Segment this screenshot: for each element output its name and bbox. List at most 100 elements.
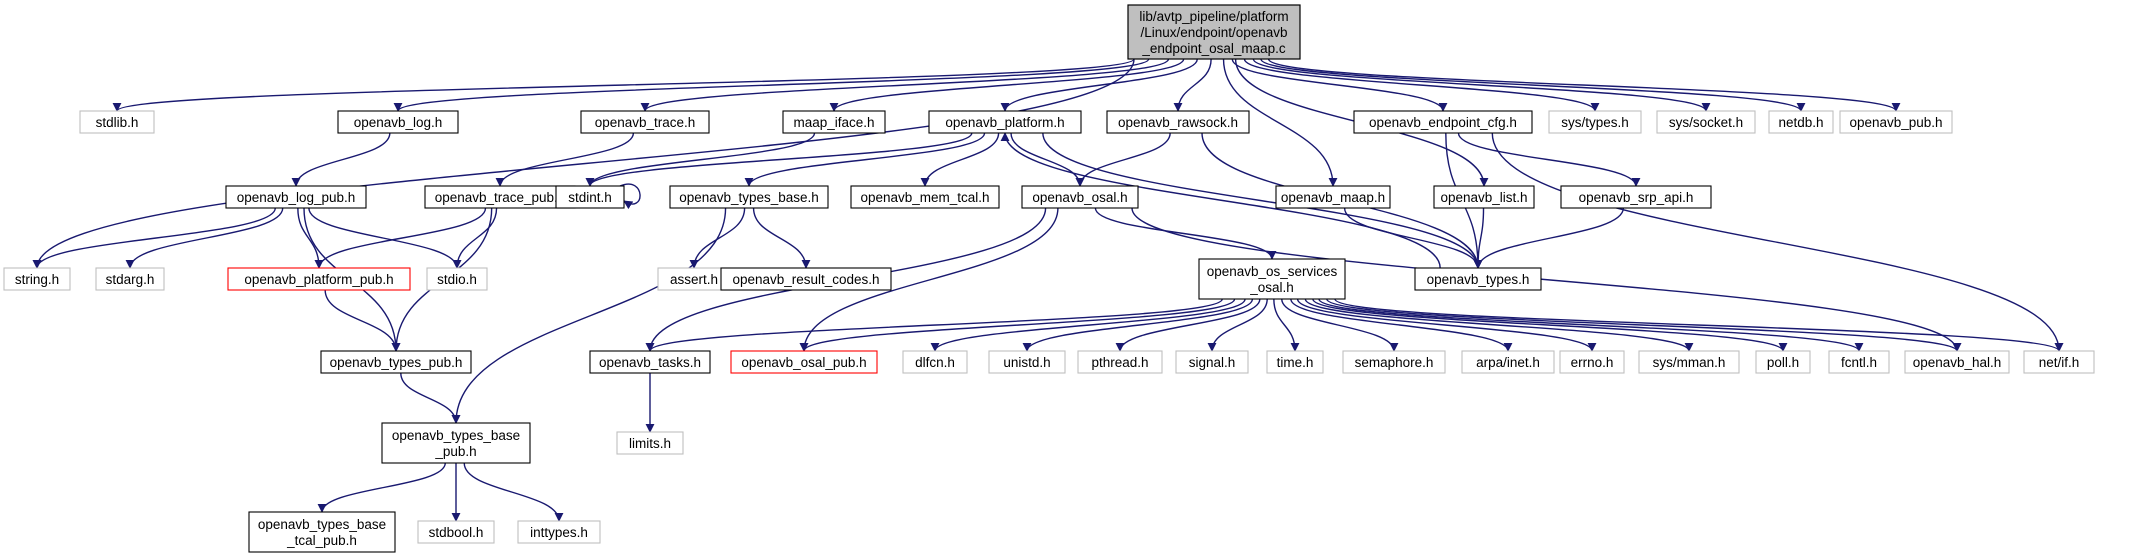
node-types_base_pub[interactable]: openavb_types_base_pub.h <box>381 422 531 464</box>
node-box-types_base_tcal_pub[interactable] <box>248 511 396 553</box>
node-box-stdbool[interactable] <box>417 520 495 544</box>
node-box-stdio[interactable] <box>426 267 488 291</box>
node-box-list[interactable] <box>1433 185 1535 209</box>
node-stdio[interactable]: stdio.h <box>426 267 488 291</box>
node-fcntl[interactable]: fcntl.h <box>1828 350 1890 374</box>
node-label-assert: assert.h <box>670 272 718 287</box>
node-box-stdarg[interactable] <box>95 267 165 291</box>
node-box-log[interactable] <box>337 110 459 134</box>
node-rawsock[interactable]: openavb_rawsock.h <box>1106 110 1250 134</box>
node-root[interactable]: lib/avtp_pipeline/platform/Linux/endpoin… <box>1127 4 1301 60</box>
node-box-poll[interactable] <box>1755 350 1811 374</box>
node-label-types_base: openavb_types_base.h <box>679 190 819 205</box>
node-box-limits[interactable] <box>616 431 684 455</box>
node-box-signal[interactable] <box>1175 350 1249 374</box>
node-pub[interactable]: openavb_pub.h <box>1839 110 1953 134</box>
node-box-maap_iface[interactable] <box>782 110 886 134</box>
node-box-types[interactable] <box>1414 267 1542 291</box>
node-time[interactable]: time.h <box>1266 350 1324 374</box>
node-box-root[interactable] <box>1127 4 1301 60</box>
node-box-log_pub[interactable] <box>225 185 367 209</box>
node-box-rawsock[interactable] <box>1106 110 1250 134</box>
node-box-arpainet[interactable] <box>1461 350 1555 374</box>
node-osal[interactable]: openavb_osal.h <box>1021 185 1139 209</box>
node-box-pthread[interactable] <box>1077 350 1163 374</box>
node-box-maap[interactable] <box>1275 185 1391 209</box>
node-limits[interactable]: limits.h <box>616 431 684 455</box>
node-signal[interactable]: signal.h <box>1175 350 1249 374</box>
node-platform_pub[interactable]: openavb_platform_pub.h <box>227 267 411 291</box>
node-box-string[interactable] <box>3 267 71 291</box>
node-types_base_tcal_pub[interactable]: openavb_types_base_tcal_pub.h <box>248 511 396 553</box>
node-box-unistd[interactable] <box>988 350 1066 374</box>
node-stdarg[interactable]: stdarg.h <box>95 267 165 291</box>
node-box-errno[interactable] <box>1559 350 1625 374</box>
node-pthread[interactable]: pthread.h <box>1077 350 1163 374</box>
node-box-time[interactable] <box>1266 350 1324 374</box>
node-box-srp_api[interactable] <box>1560 185 1712 209</box>
node-box-sysmman[interactable] <box>1638 350 1740 374</box>
node-box-systypes[interactable] <box>1548 110 1642 134</box>
node-netdb[interactable]: netdb.h <box>1768 110 1834 134</box>
node-box-inttypes[interactable] <box>517 520 601 544</box>
node-result_codes[interactable]: openavb_result_codes.h <box>720 267 892 291</box>
node-trace_pub[interactable]: openavb_trace_pub.h <box>424 185 576 209</box>
node-stdint[interactable]: stdint.h <box>555 185 625 209</box>
node-box-mem_tcal[interactable] <box>850 185 1000 209</box>
node-box-netif[interactable] <box>2023 350 2095 374</box>
node-dlfcn[interactable]: dlfcn.h <box>902 350 968 374</box>
node-mem_tcal[interactable]: openavb_mem_tcal.h <box>850 185 1000 209</box>
node-types_base[interactable]: openavb_types_base.h <box>669 185 829 209</box>
node-unistd[interactable]: unistd.h <box>988 350 1066 374</box>
node-srp_api[interactable]: openavb_srp_api.h <box>1560 185 1712 209</box>
node-box-dlfcn[interactable] <box>902 350 968 374</box>
node-stdbool[interactable]: stdbool.h <box>417 520 495 544</box>
node-box-types_base[interactable] <box>669 185 829 209</box>
node-box-fcntl[interactable] <box>1828 350 1890 374</box>
node-assert[interactable]: assert.h <box>657 267 731 291</box>
node-errno[interactable]: errno.h <box>1559 350 1625 374</box>
node-box-result_codes[interactable] <box>720 267 892 291</box>
node-types_pub[interactable]: openavb_types_pub.h <box>320 350 472 374</box>
node-types[interactable]: openavb_types.h <box>1414 267 1542 291</box>
node-semaphore[interactable]: semaphore.h <box>1342 350 1446 374</box>
node-box-osal_pub[interactable] <box>730 350 878 374</box>
node-box-osal[interactable] <box>1021 185 1139 209</box>
node-box-os_services[interactable] <box>1198 258 1346 300</box>
node-netif[interactable]: net/if.h <box>2023 350 2095 374</box>
node-systypes[interactable]: sys/types.h <box>1548 110 1642 134</box>
node-tasks[interactable]: openavb_tasks.h <box>589 350 711 374</box>
node-box-endpoint_cfg[interactable] <box>1353 110 1533 134</box>
node-box-hal[interactable] <box>1904 350 2010 374</box>
node-box-trace[interactable] <box>580 110 710 134</box>
node-arpainet[interactable]: arpa/inet.h <box>1461 350 1555 374</box>
node-box-syssocket[interactable] <box>1656 110 1756 134</box>
node-osal_pub[interactable]: openavb_osal_pub.h <box>730 350 878 374</box>
node-trace[interactable]: openavb_trace.h <box>580 110 710 134</box>
node-list[interactable]: openavb_list.h <box>1433 185 1535 209</box>
node-box-types_base_pub[interactable] <box>381 422 531 464</box>
node-maap[interactable]: openavb_maap.h <box>1275 185 1391 209</box>
node-log[interactable]: openavb_log.h <box>337 110 459 134</box>
node-endpoint_cfg[interactable]: openavb_endpoint_cfg.h <box>1353 110 1533 134</box>
node-syssocket[interactable]: sys/socket.h <box>1656 110 1756 134</box>
node-box-tasks[interactable] <box>589 350 711 374</box>
node-platform[interactable]: openavb_platform.h <box>928 110 1082 134</box>
node-poll[interactable]: poll.h <box>1755 350 1811 374</box>
node-box-platform[interactable] <box>928 110 1082 134</box>
node-box-stdint[interactable] <box>555 185 625 209</box>
node-box-types_pub[interactable] <box>320 350 472 374</box>
node-sysmman[interactable]: sys/mman.h <box>1638 350 1740 374</box>
node-maap_iface[interactable]: maap_iface.h <box>782 110 886 134</box>
node-hal[interactable]: openavb_hal.h <box>1904 350 2010 374</box>
node-box-netdb[interactable] <box>1768 110 1834 134</box>
node-log_pub[interactable]: openavb_log_pub.h <box>225 185 367 209</box>
node-box-stdlib[interactable] <box>79 110 155 134</box>
node-string[interactable]: string.h <box>3 267 71 291</box>
node-inttypes[interactable]: inttypes.h <box>517 520 601 544</box>
node-box-semaphore[interactable] <box>1342 350 1446 374</box>
node-box-pub[interactable] <box>1839 110 1953 134</box>
node-box-platform_pub[interactable] <box>227 267 411 291</box>
node-stdlib[interactable]: stdlib.h <box>79 110 155 134</box>
node-os_services[interactable]: openavb_os_services_osal.h <box>1198 258 1346 300</box>
